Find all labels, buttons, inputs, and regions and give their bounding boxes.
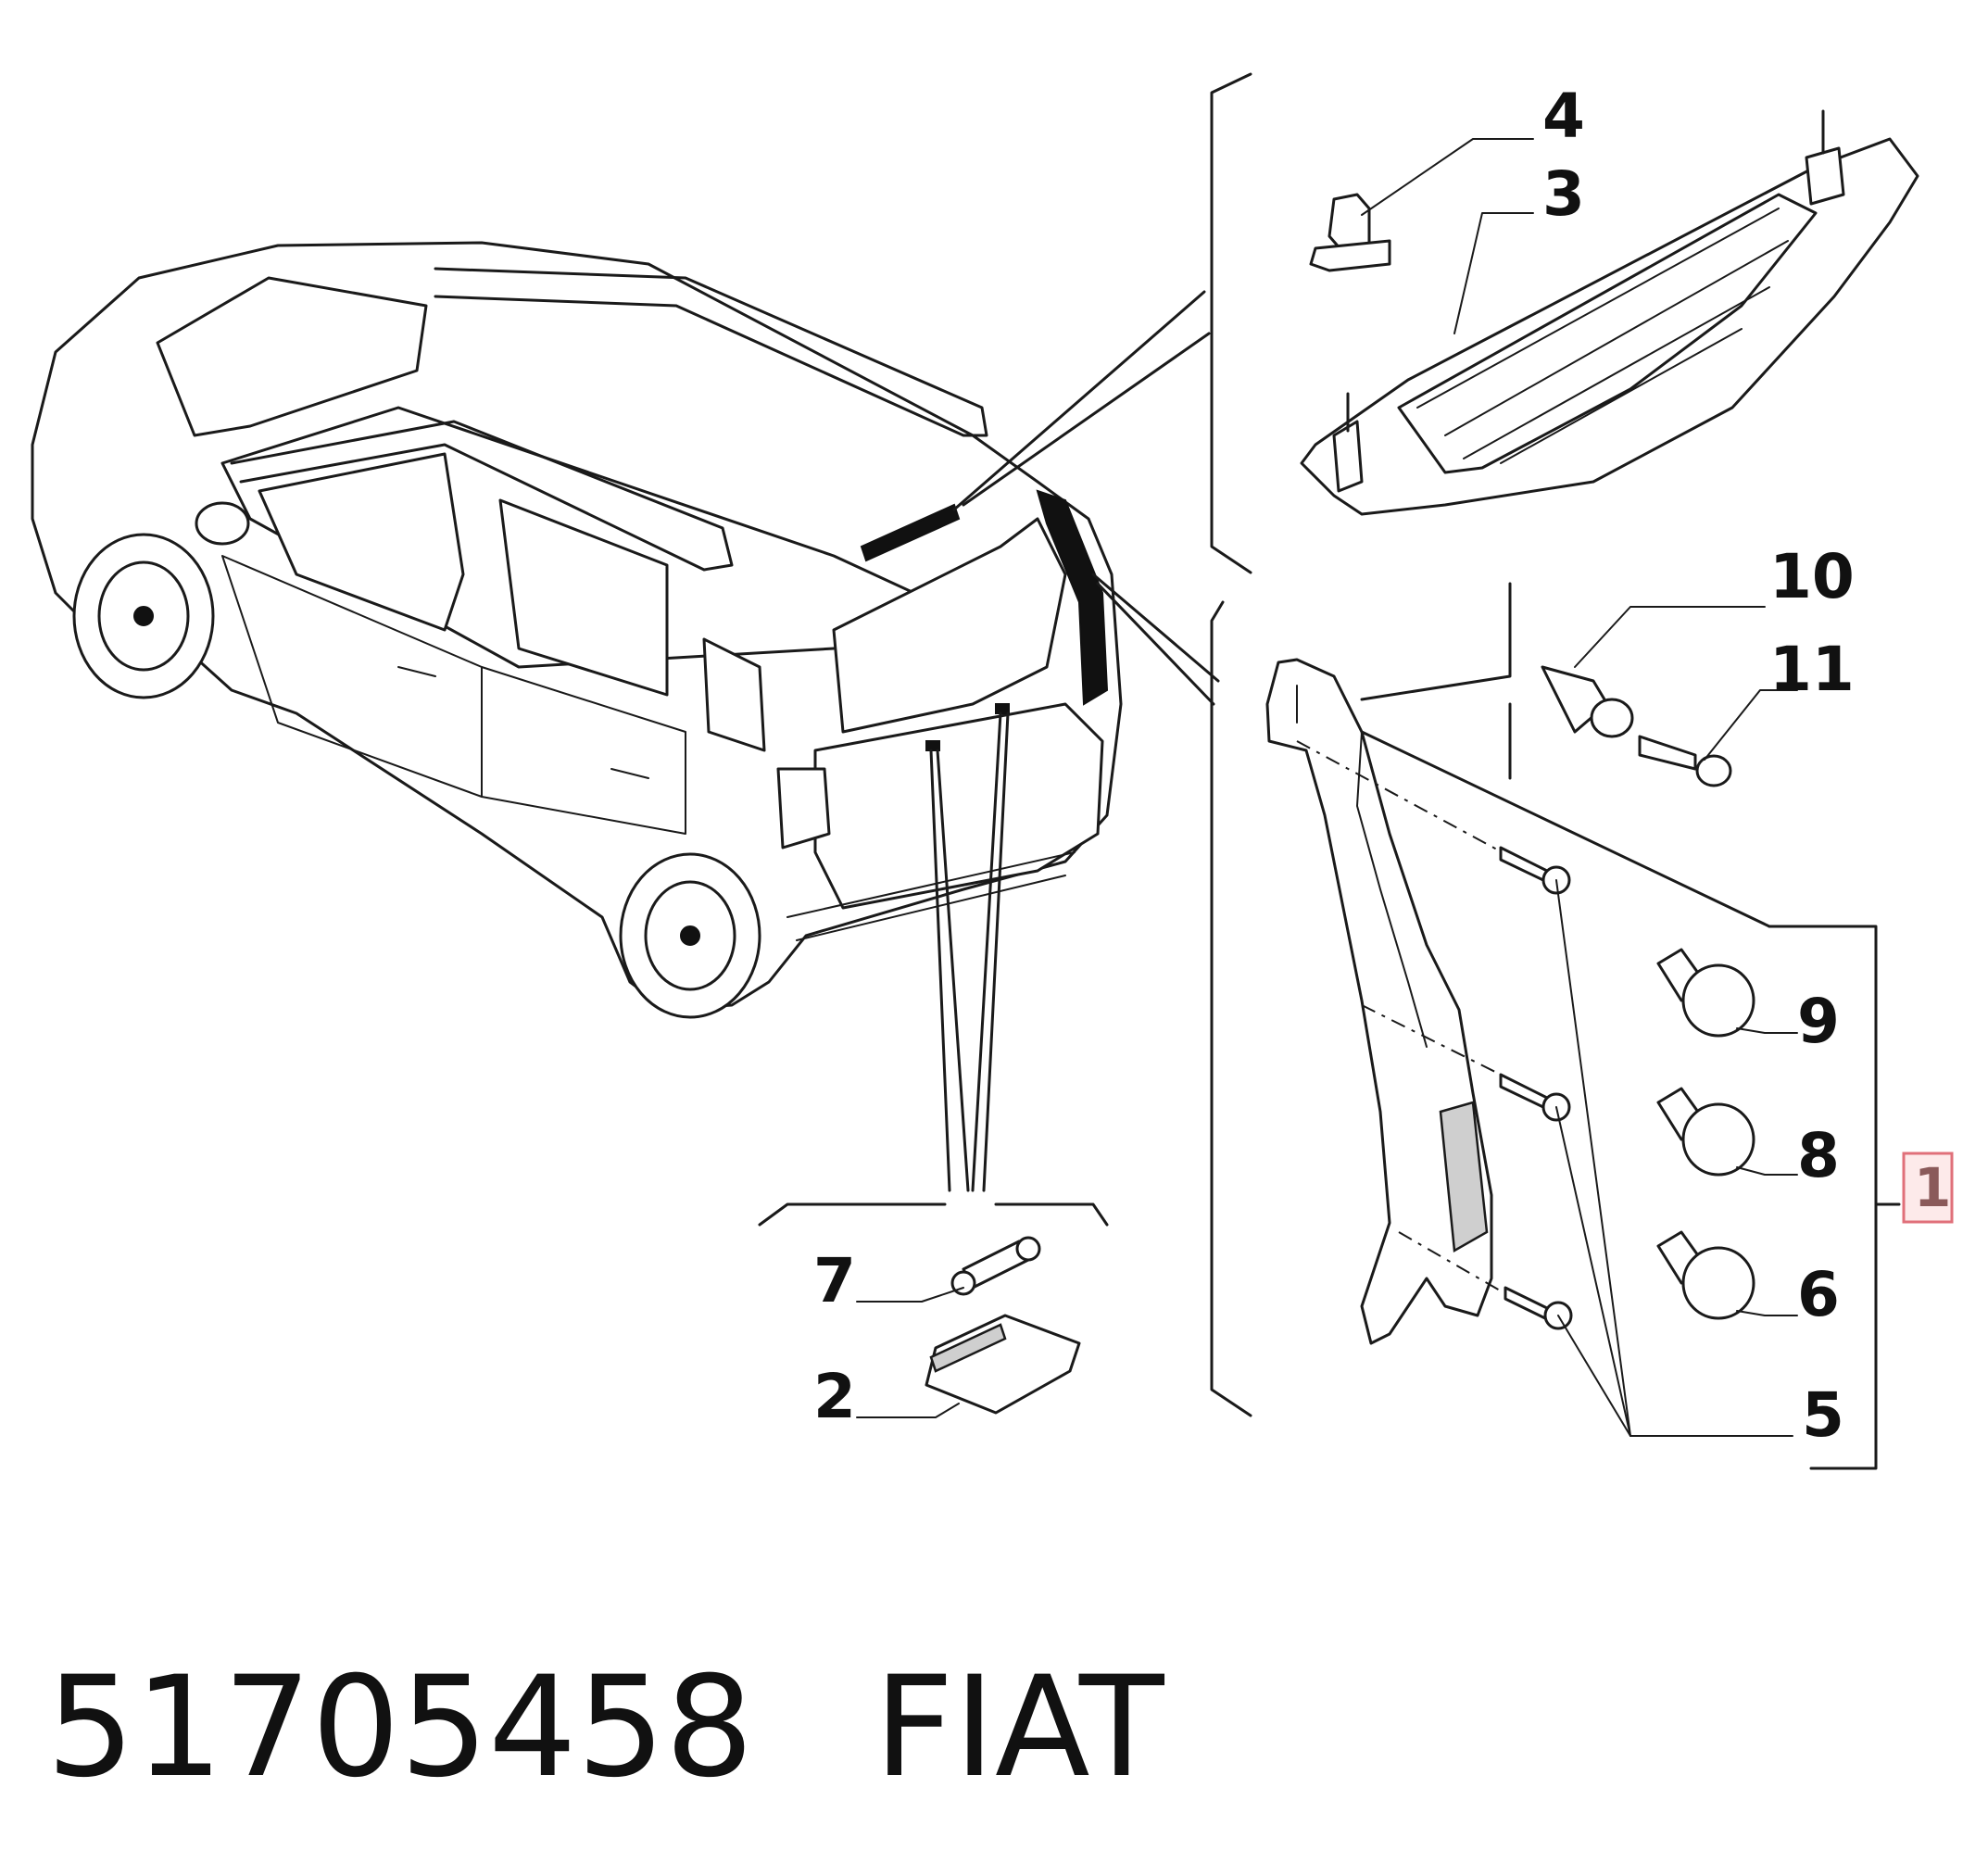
mounting-axes: [1296, 740, 1520, 1303]
part-1-pillar-lamp-housing: [1265, 658, 1493, 1345]
part-4-grommet: [1309, 193, 1391, 272]
part-7-festoon-bulb: [950, 1236, 1041, 1296]
callout-11[interactable]: 11: [1769, 634, 1855, 705]
footer: 51705458 FIAT: [46, 1644, 1899, 1811]
part-8-bulb: [1656, 1087, 1755, 1177]
callout-5[interactable]: 5: [1802, 1379, 1844, 1451]
callout-1-highlight: [1902, 1152, 1954, 1224]
part-10-plug: [1541, 665, 1634, 738]
part-2-lens: [925, 1314, 1081, 1415]
part-9-bulb: [1656, 948, 1755, 1038]
callout-numbers: 4 3 10 11 9 8 6 5 7 2 1: [813, 81, 1954, 1451]
car-illustration: [31, 241, 1123, 1019]
part-number: 51705458: [46, 1647, 754, 1808]
brand-name: FIAT: [874, 1647, 1164, 1808]
callout-8[interactable]: 8: [1797, 1120, 1840, 1191]
callout-3[interactable]: 3: [1542, 158, 1585, 230]
part-11-screw: [1638, 735, 1732, 787]
car-leader-lines: [929, 290, 1220, 1192]
callout-6[interactable]: 6: [1797, 1259, 1840, 1330]
callout-1[interactable]: 1: [1914, 1156, 1951, 1219]
callout-2[interactable]: 2: [813, 1361, 856, 1432]
part-5-screws: [1499, 846, 1573, 1330]
callout-4[interactable]: 4: [1542, 81, 1585, 152]
group-brackets: [758, 72, 1901, 1470]
callout-7[interactable]: 7: [813, 1245, 856, 1316]
part-3-high-stop-lamp: [1300, 109, 1919, 516]
part-6-bulb: [1656, 1230, 1755, 1320]
callout-9[interactable]: 9: [1797, 986, 1840, 1057]
callout-10[interactable]: 10: [1769, 541, 1855, 612]
callout-leaders: [856, 138, 1798, 1437]
